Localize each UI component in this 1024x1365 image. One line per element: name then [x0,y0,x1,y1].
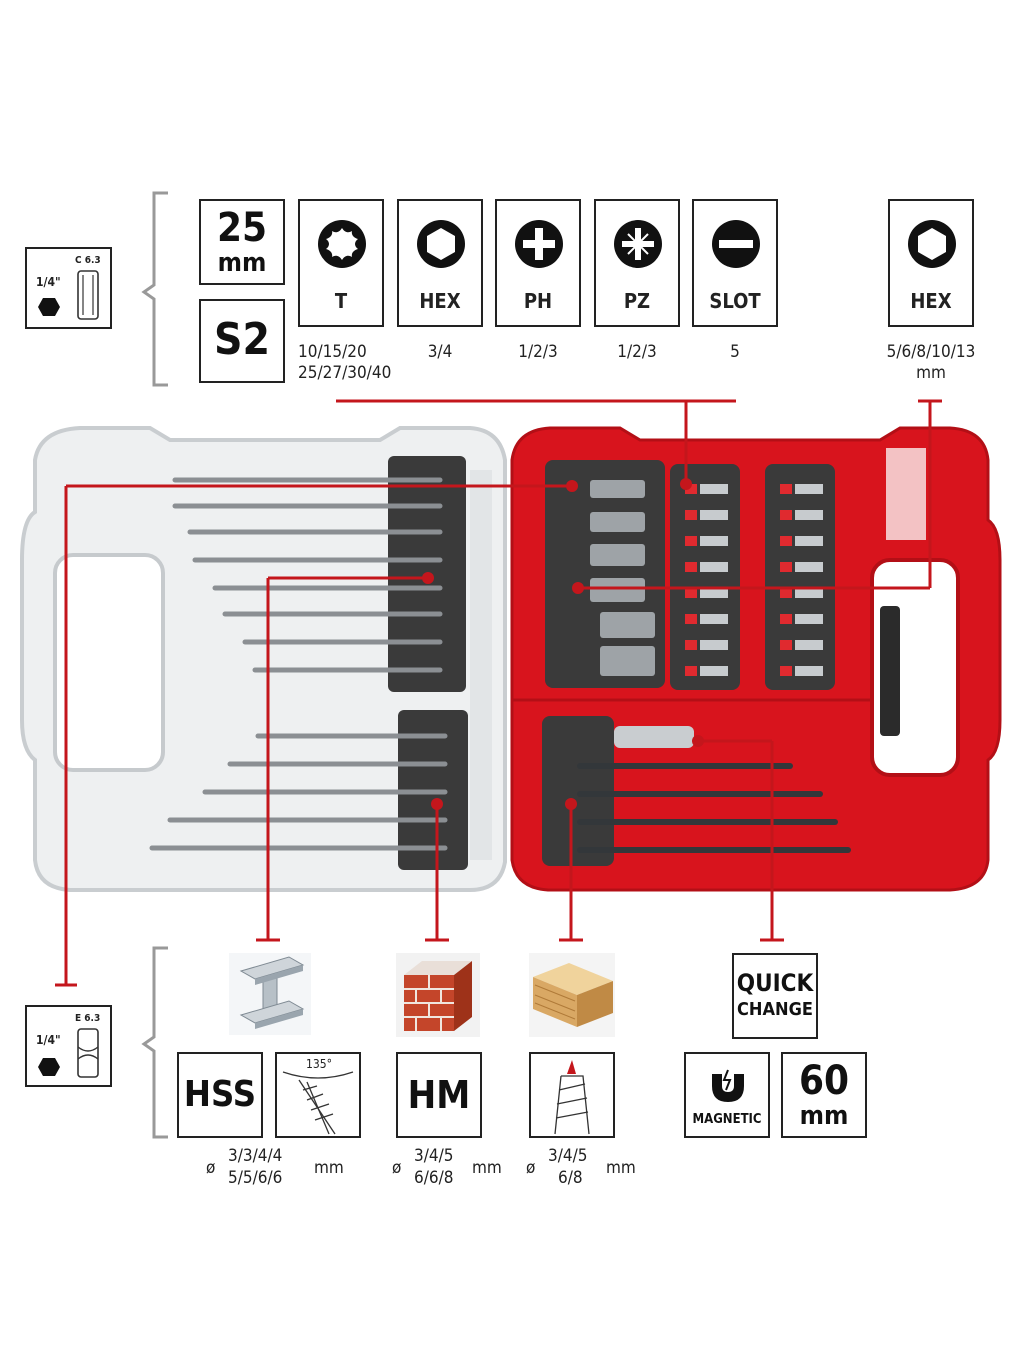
hex-icon [417,220,465,268]
shank-badge-bottom: 1/4" E 6.3 [25,1005,112,1087]
hm-badge: HM [396,1052,482,1138]
drill-angle-badge: 135° [275,1052,361,1138]
wood-sizes-line-1: 3/4/5 [548,1146,588,1166]
magnetic-label: MAGNETIC [692,1112,762,1127]
magnet-icon [712,1068,744,1102]
diameter-symbol: ø [206,1158,216,1178]
shank-profile-icon [77,1028,99,1078]
hex-nut-icon [908,220,956,268]
hss-sizes-line-1: 3/3/4/4 [228,1146,283,1166]
clear-lid [20,426,507,892]
red-case [510,426,1002,892]
bit-label-torx: T [334,289,348,313]
hss-sizes: ø 3/3/4/4 5/5/6/6 mm [200,1146,360,1190]
hss-sizes-line-2: 5/5/6/6 [228,1168,283,1188]
torx-sizes-line-2: 25/27/30/40 [298,363,392,383]
shank-profile-icon [77,270,99,320]
wood-drill-badge [529,1052,615,1138]
diameter-symbol: ø [392,1158,402,1178]
hss-drill-tip-icon [282,1071,354,1135]
wood-drill-tip-icon [554,1060,590,1135]
diameter-symbol: ø [526,1158,536,1178]
wood-sizes-line-2: 6/8 [558,1168,583,1188]
bit-label-hex: HEX [419,289,461,313]
steel-beam-image [229,953,311,1035]
slot-icon [712,220,760,268]
holder-length-value: 60 [798,1058,850,1104]
hm-unit: mm [472,1158,502,1178]
slot-sizes: 5 [730,342,740,362]
hexagon-icon [38,298,60,316]
quick-change-line-2: CHANGE [737,999,813,1020]
hex-sizes: 3/4 [427,342,453,362]
length-badge: 25 mm [199,199,285,285]
hss-label: HSS [183,1074,257,1115]
wood-unit: mm [606,1158,636,1178]
bit-box-ph: PH [495,199,581,327]
hm-label: HM [407,1073,471,1117]
wood-sizes: ø 3/4/5 6/8 mm [522,1146,652,1190]
bit-box-hex: HEX [397,199,483,327]
torx-sizes: 10/15/20 25/27/30/40 [288,342,428,384]
length-unit: mm [217,248,267,278]
quick-change-line-1: QUICK [736,969,814,997]
material-badge: S2 [199,299,285,383]
bit-label-slot: SLOT [709,289,761,313]
torx-icon [318,220,366,268]
bit-box-slot: SLOT [692,199,778,327]
hexagon-icon [38,1058,60,1076]
pz-sizes: 1/2/3 [617,342,657,362]
hm-sizes: ø 3/4/5 6/6/8 mm [388,1146,518,1190]
drill-angle-label: 135° [306,1057,332,1071]
magnetic-badge: MAGNETIC [684,1052,770,1138]
hss-badge: HSS [177,1052,263,1138]
bit-box-pz: PZ [594,199,680,327]
quick-change-badge: QUICK CHANGE [732,953,818,1039]
length-value: 25 [216,205,268,251]
shank-code: C 6.3 [75,255,101,266]
pozidriv-icon [614,220,662,268]
nut-driver-label: HEX [910,289,952,313]
holder-length-unit: mm [799,1101,849,1131]
top-bracket [141,191,168,387]
nut-driver-sizes-line-1: 5/6/8/10/13 [886,342,976,362]
torx-sizes-line-1: 10/15/20 [298,342,367,362]
hm-sizes-line-2: 6/6/8 [414,1168,454,1188]
bit-label-pz: PZ [623,289,651,313]
case-illustration [20,426,1002,892]
nut-driver-sizes: 5/6/8/10/13 mm [856,342,1006,384]
brick-wall-image [396,953,480,1037]
ph-sizes: 1/2/3 [518,342,558,362]
nut-driver-sizes-line-2: mm [916,363,946,383]
shank-badge-top: 1/4" C 6.3 [25,247,112,329]
bit-label-ph: PH [523,289,553,313]
holder-length-badge: 60 mm [781,1052,867,1138]
shank-code: E 6.3 [75,1013,101,1024]
material-label: S2 [213,314,271,365]
bottom-bracket [141,946,168,1139]
hss-unit: mm [314,1158,344,1178]
shank-fraction: 1/4" [36,275,61,289]
shank-fraction: 1/4" [36,1033,61,1047]
wood-beam-image [529,953,615,1037]
nut-driver-box: HEX [888,199,974,327]
hm-sizes-line-1: 3/4/5 [414,1146,454,1166]
phillips-icon [515,220,563,268]
bit-box-torx: T [298,199,384,327]
